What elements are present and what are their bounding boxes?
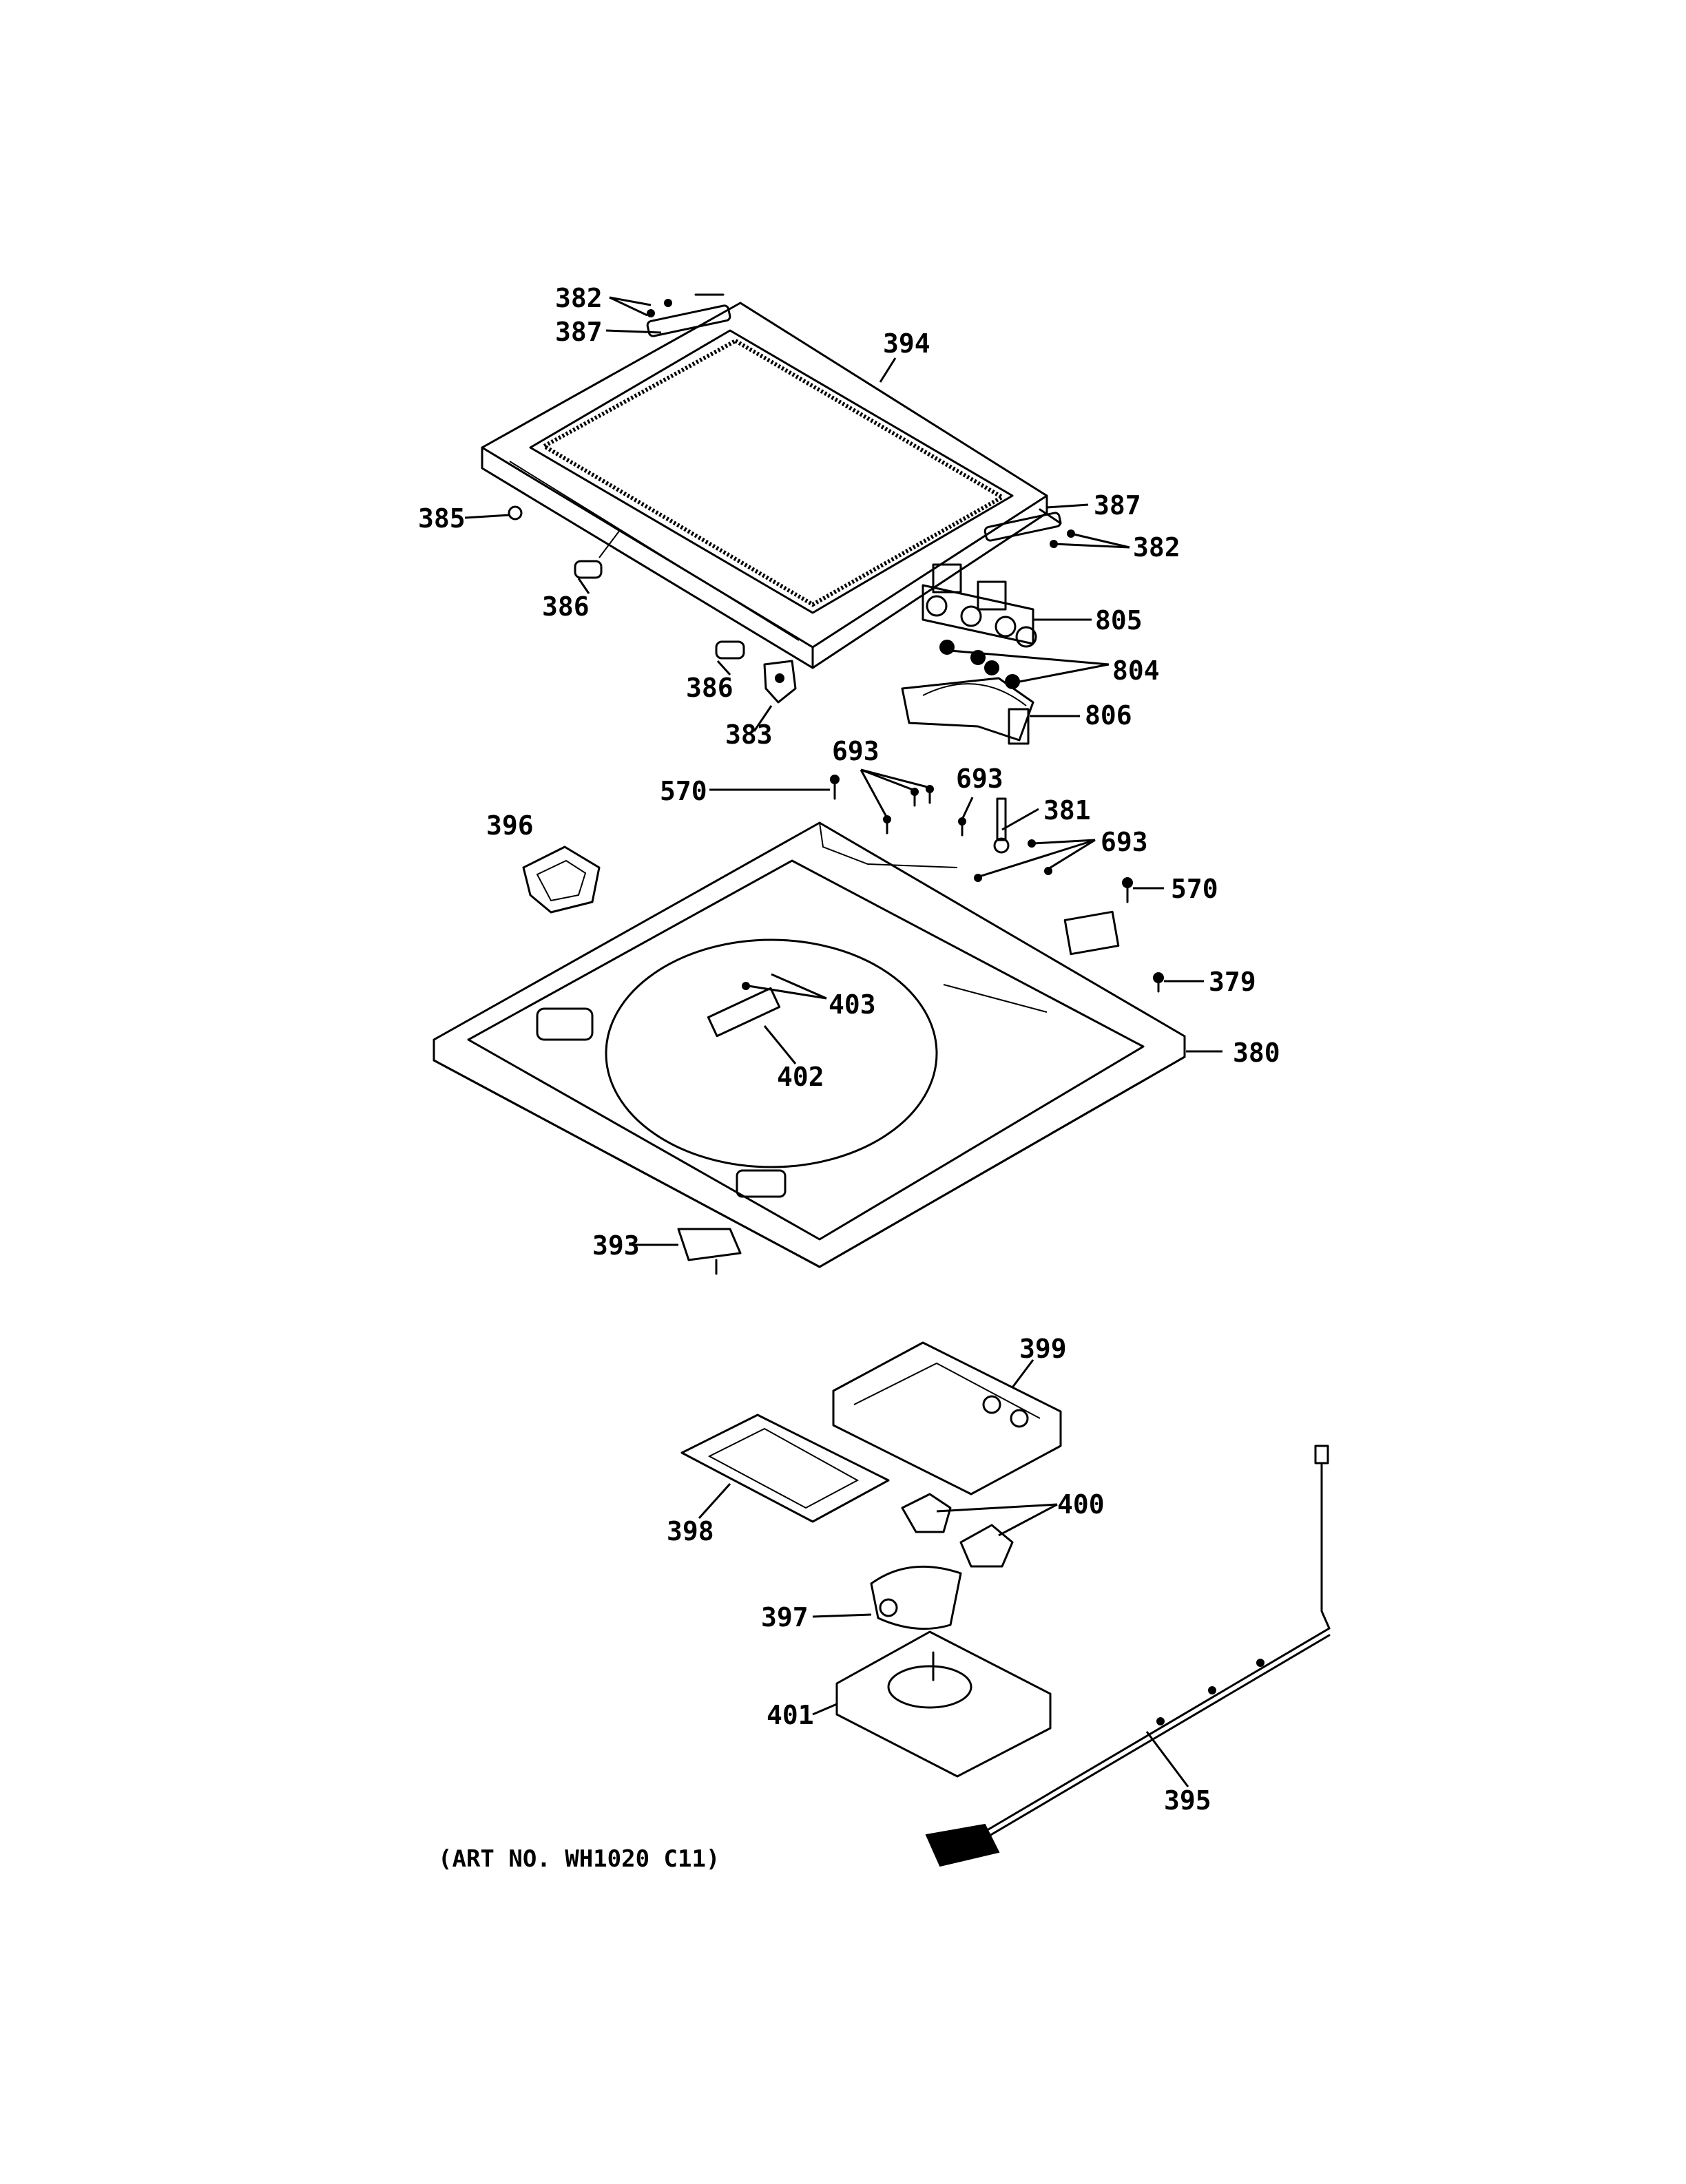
- hinge-parts: [508, 293, 1075, 660]
- callout-379: 379: [1209, 967, 1256, 997]
- callout-394: 394: [883, 328, 930, 359]
- callout-396: 396: [486, 810, 534, 841]
- callout-693-mid: 693: [956, 764, 1003, 794]
- callout-381: 381: [1043, 795, 1091, 826]
- callout-806: 806: [1085, 700, 1132, 731]
- art-number-caption: (ART NO. WH1020 C11): [438, 1845, 720, 1873]
- callout-399: 399: [1019, 1334, 1067, 1364]
- callout-385: 385: [418, 503, 466, 534]
- callout-570-left: 570: [660, 776, 707, 806]
- tray-398: [680, 1414, 890, 1523]
- handle-393: [677, 1228, 742, 1275]
- callout-386-right: 386: [686, 673, 733, 703]
- harness-395: [925, 1445, 1331, 1867]
- callout-387-top: 387: [555, 317, 603, 347]
- lid-assembly-394: [481, 302, 1048, 669]
- callout-382-right: 382: [1133, 532, 1180, 563]
- bleach-cup-396: [522, 846, 601, 914]
- callout-693-top: 693: [832, 736, 880, 766]
- lid-latch-383: [763, 660, 797, 704]
- parts-400: [901, 1493, 1014, 1568]
- callout-383: 383: [725, 720, 773, 750]
- callout-402: 402: [777, 1062, 824, 1092]
- drawer-401: [835, 1630, 1052, 1778]
- callout-387-right: 387: [1094, 490, 1141, 521]
- callout-398: 398: [667, 1516, 714, 1546]
- screws: [830, 775, 1164, 993]
- top-cover-380: [433, 821, 1186, 1268]
- callout-382-top: 382: [555, 283, 603, 313]
- leader-lines: [464, 296, 1222, 1787]
- callout-403: 403: [829, 989, 876, 1020]
- callout-395: 395: [1164, 1785, 1211, 1816]
- callout-397: 397: [761, 1602, 809, 1632]
- cup-397: [870, 1565, 962, 1630]
- callout-570-right: 570: [1171, 874, 1218, 904]
- callout-805: 805: [1095, 605, 1143, 636]
- dispenser-housing-399: [832, 1341, 1062, 1495]
- callout-380: 380: [1233, 1038, 1280, 1068]
- callout-393: 393: [592, 1230, 640, 1261]
- wire-bracket-806: [901, 677, 1034, 745]
- callout-400: 400: [1057, 1489, 1105, 1520]
- callout-401: 401: [767, 1700, 814, 1730]
- callout-804: 804: [1112, 655, 1160, 686]
- callout-386-left: 386: [542, 591, 590, 622]
- grommets-804: [939, 640, 1020, 689]
- callout-693-right: 693: [1101, 827, 1148, 857]
- water-valve-805: [922, 563, 1037, 648]
